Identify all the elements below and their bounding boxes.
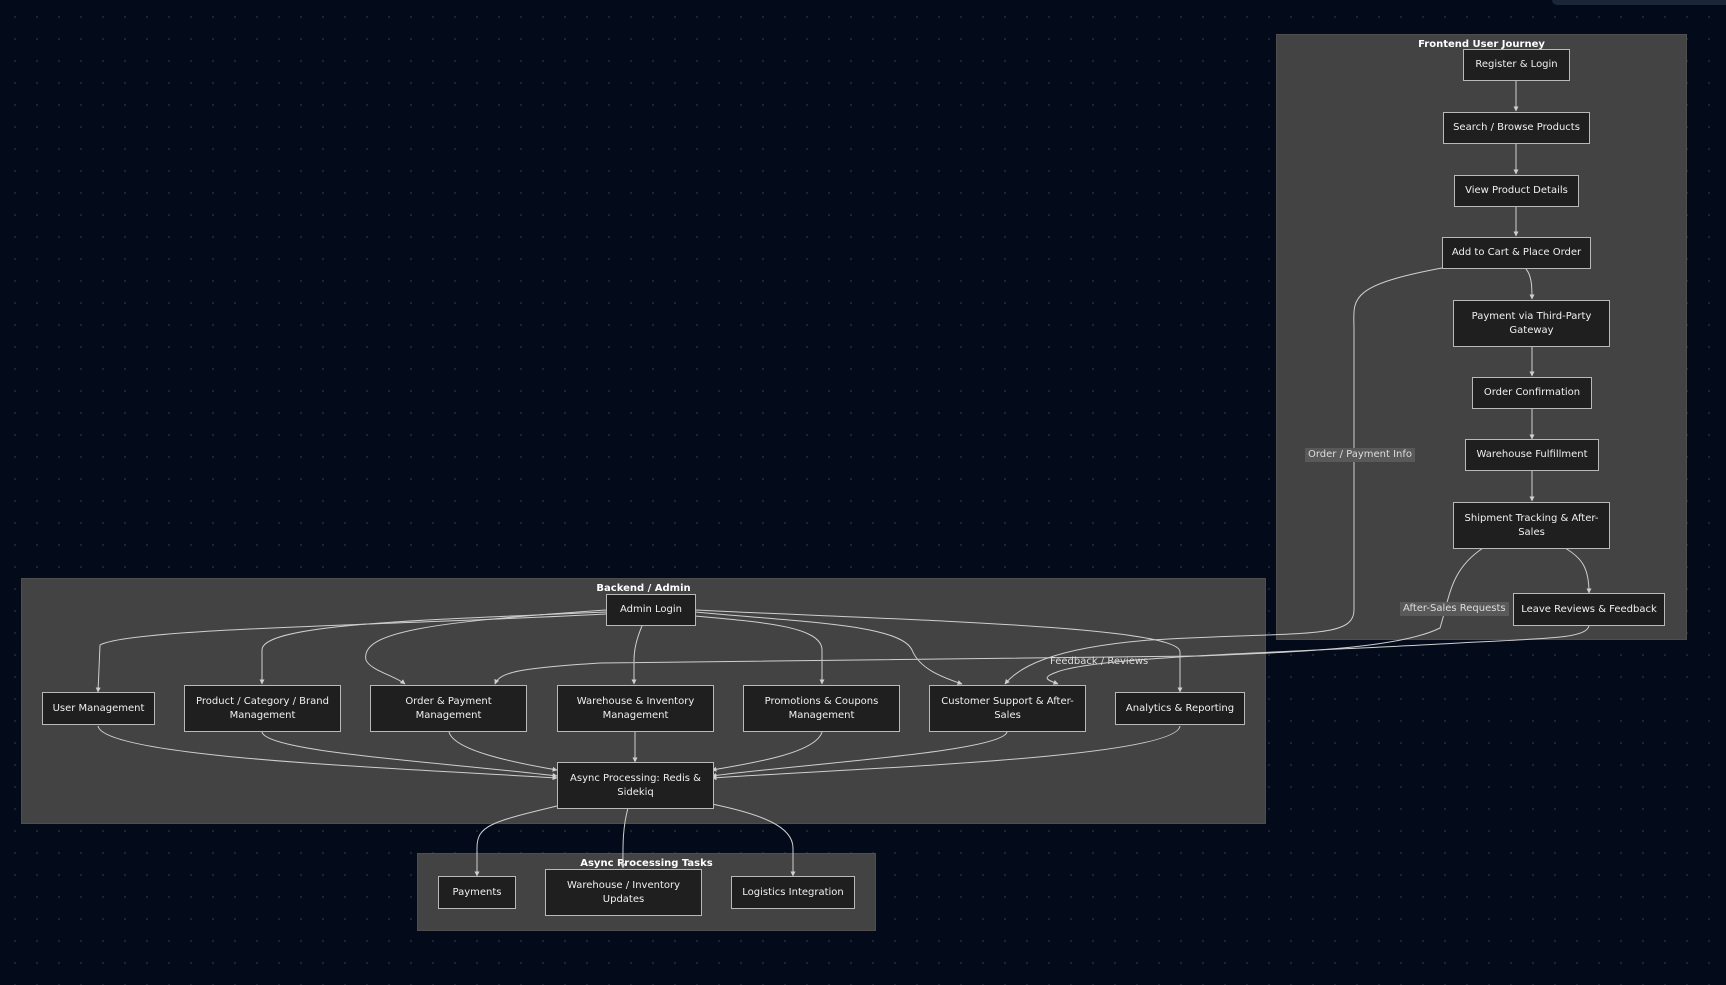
node-analytics-reporting[interactable]: Analytics & Reporting (1115, 692, 1245, 725)
node-payment-gateway[interactable]: Payment via Third-Party Gateway (1453, 300, 1610, 347)
node-label: Promotions & Coupons Management (764, 695, 879, 721)
node-customer-support[interactable]: Customer Support & After-Sales (929, 685, 1086, 732)
node-product-management[interactable]: Product / Category / Brand Management (184, 685, 341, 732)
node-order-confirmation[interactable]: Order Confirmation (1472, 377, 1592, 409)
node-label: Logistics Integration (742, 886, 844, 898)
node-label: Payment via Third-Party Gateway (1471, 310, 1592, 336)
node-user-management[interactable]: User Management (42, 692, 155, 725)
node-label: Product / Category / Brand Management (196, 695, 329, 721)
node-promotions-management[interactable]: Promotions & Coupons Management (743, 685, 900, 732)
node-admin-login[interactable]: Admin Login (606, 594, 696, 626)
node-label: Order & Payment Management (405, 695, 492, 721)
node-shipment-tracking[interactable]: Shipment Tracking & After-Sales (1453, 502, 1610, 549)
cluster-title: Backend / Admin (596, 583, 691, 594)
node-label: Admin Login (619, 604, 683, 615)
node-leave-reviews[interactable]: Leave Reviews & Feedback (1513, 593, 1665, 626)
node-label: Customer Support & After-Sales (941, 695, 1074, 721)
node-label: Warehouse & Inventory Management (576, 695, 695, 721)
node-search-browse[interactable]: Search / Browse Products (1443, 112, 1590, 144)
node-register-login[interactable]: Register & Login (1463, 49, 1570, 81)
node-label: Leave Reviews & Feedback (1521, 603, 1657, 615)
edge-label-after-sales-requests: After-Sales Requests (1400, 602, 1509, 616)
node-view-product-details[interactable]: View Product Details (1454, 175, 1579, 207)
node-label: Shipment Tracking & After-Sales (1464, 512, 1599, 538)
node-label: User Management (52, 702, 145, 714)
node-warehouse-inventory-updates[interactable]: Warehouse / Inventory Updates (545, 869, 702, 916)
node-order-payment-management[interactable]: Order & Payment Management (370, 685, 527, 732)
edge-label-feedback-reviews: Feedback / Reviews (1050, 656, 1149, 667)
node-label: Add to Cart & Place Order (1451, 247, 1582, 258)
node-label: Order Confirmation (1483, 387, 1581, 398)
node-warehouse-inventory-management[interactable]: Warehouse & Inventory Management (557, 685, 714, 732)
node-payments[interactable]: Payments (438, 876, 516, 909)
node-label: Register & Login (1475, 59, 1558, 70)
node-warehouse-fulfillment[interactable]: Warehouse Fulfillment (1465, 439, 1599, 471)
node-label: Analytics & Reporting (1125, 702, 1235, 714)
edge-label-order-payment-info: Order / Payment Info (1305, 448, 1416, 462)
node-add-to-cart[interactable]: Add to Cart & Place Order (1442, 237, 1591, 269)
node-label: View Product Details (1465, 185, 1568, 196)
cluster-title: Async Processing Tasks (580, 858, 713, 869)
cluster-title: Frontend User Journey (1418, 39, 1545, 50)
node-label: Warehouse / Inventory Updates (566, 879, 681, 905)
top-right-panel-tab[interactable] (1552, 0, 1726, 5)
node-label: Warehouse Fulfillment (1476, 449, 1588, 460)
node-logistics-integration[interactable]: Logistics Integration (731, 876, 855, 909)
node-async-processing[interactable]: Async Processing: Redis & Sidekiq (557, 762, 714, 809)
node-label: Payments (452, 886, 502, 898)
node-label: Async Processing: Redis & Sidekiq (570, 772, 701, 798)
node-label: Search / Browse Products (1453, 122, 1580, 133)
